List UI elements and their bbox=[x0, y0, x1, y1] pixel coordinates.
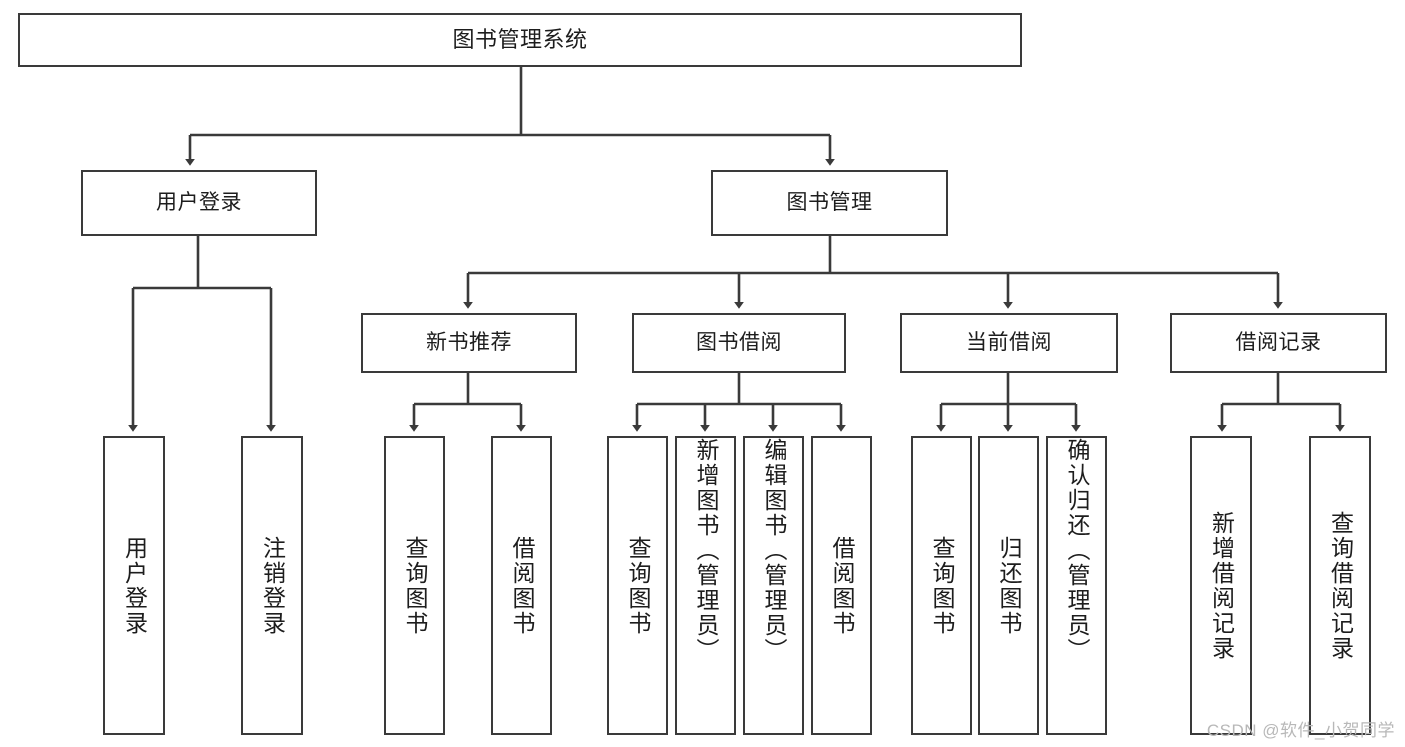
node-current-borrowing[interactable]: 当前借阅 bbox=[900, 313, 1118, 373]
node-borrowing-records[interactable]: 借阅记录 bbox=[1170, 313, 1387, 373]
leaf-query-book-borrow[interactable]: 查询图书 bbox=[607, 436, 668, 735]
node-label: 查询图书 bbox=[929, 535, 955, 636]
node-label: 查询图书 bbox=[625, 535, 651, 636]
node-book-borrowing[interactable]: 图书借阅 bbox=[632, 313, 846, 373]
node-label: 归还图书 bbox=[996, 535, 1022, 636]
node-root-book-management-system[interactable]: 图书管理系统 bbox=[18, 13, 1022, 67]
node-book-management[interactable]: 图书管理 bbox=[711, 170, 948, 236]
leaf-add-borrow-record[interactable]: 新增借阅记录 bbox=[1190, 436, 1252, 735]
node-label: 借阅图书 bbox=[509, 535, 535, 636]
node-label: 新增图书（管理员） bbox=[693, 438, 719, 663]
node-label: 编辑图书（管理员） bbox=[761, 438, 787, 663]
node-label: 查询借阅记录 bbox=[1327, 510, 1354, 661]
node-label: 图书借阅 bbox=[696, 330, 782, 354]
node-label: 用户登录 bbox=[121, 535, 148, 636]
leaf-query-book-current[interactable]: 查询图书 bbox=[911, 436, 972, 735]
node-label: 新书推荐 bbox=[426, 330, 512, 354]
node-label: 图书管理系统 bbox=[452, 27, 588, 53]
node-label: 借阅图书 bbox=[829, 535, 855, 636]
node-label: 图书管理 bbox=[786, 190, 873, 214]
node-label: 用户登录 bbox=[156, 190, 242, 214]
leaf-query-borrow-record[interactable]: 查询借阅记录 bbox=[1309, 436, 1371, 735]
watermark-text: CSDN @软件_小贺同学 bbox=[1206, 721, 1395, 740]
leaf-borrow-book-recommend[interactable]: 借阅图书 bbox=[491, 436, 552, 735]
node-user-login[interactable]: 用户登录 bbox=[81, 170, 317, 236]
leaf-return-book[interactable]: 归还图书 bbox=[978, 436, 1039, 735]
node-label: 借阅记录 bbox=[1235, 330, 1322, 354]
leaf-logout[interactable]: 注销登录 bbox=[241, 436, 303, 735]
leaf-edit-book-admin[interactable]: 编辑图书（管理员） bbox=[743, 436, 804, 735]
leaf-add-book-admin[interactable]: 新增图书（管理员） bbox=[675, 436, 736, 735]
node-label: 查询图书 bbox=[402, 535, 428, 636]
leaf-borrow-book[interactable]: 借阅图书 bbox=[811, 436, 872, 735]
leaf-user-login[interactable]: 用户登录 bbox=[103, 436, 165, 735]
leaf-query-book-recommend[interactable]: 查询图书 bbox=[384, 436, 445, 735]
node-label: 新增借阅记录 bbox=[1208, 510, 1235, 661]
node-new-book-recommendation[interactable]: 新书推荐 bbox=[361, 313, 577, 373]
leaf-confirm-return-admin[interactable]: 确认归还（管理员） bbox=[1046, 436, 1107, 735]
node-label: 确认归还（管理员） bbox=[1064, 438, 1090, 663]
node-label: 注销登录 bbox=[259, 535, 286, 636]
node-label: 当前借阅 bbox=[966, 330, 1052, 354]
